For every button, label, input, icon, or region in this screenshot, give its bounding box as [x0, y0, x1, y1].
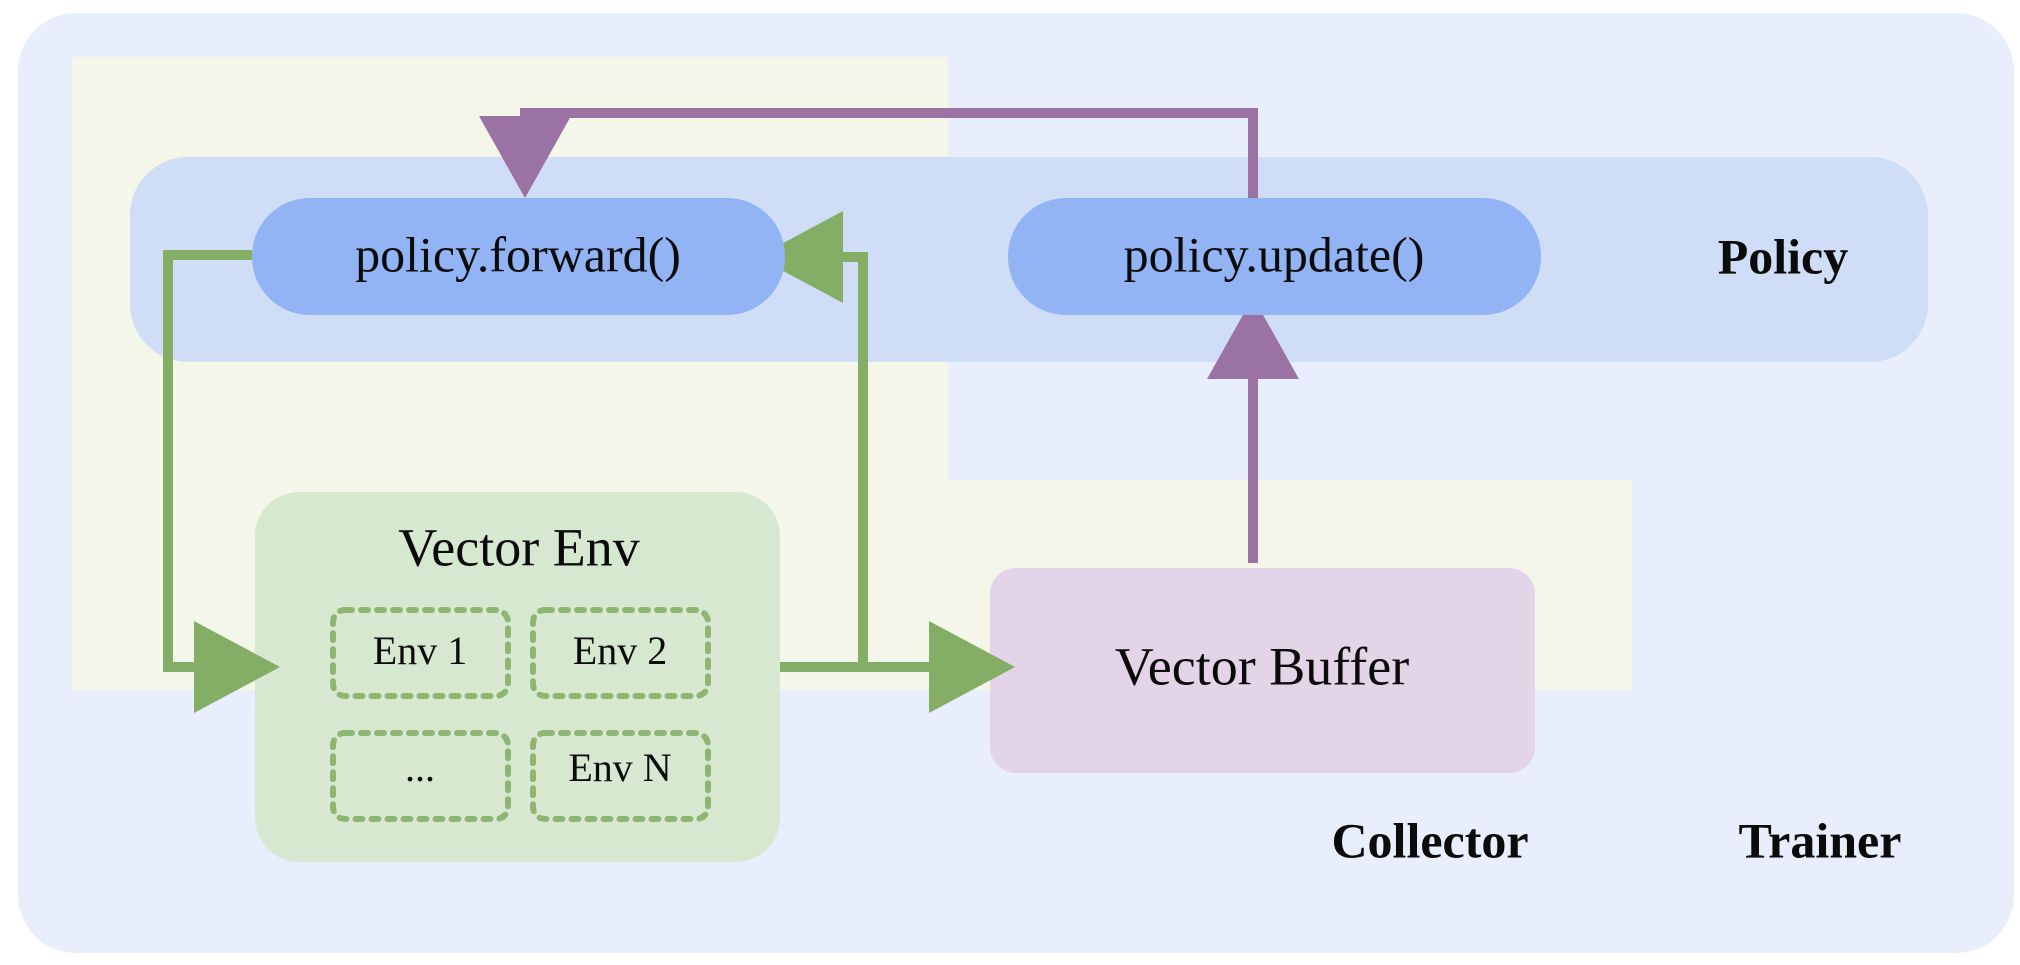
env-cell-label-env-n: Env N [568, 745, 671, 790]
edge-forward-to-env [163, 250, 281, 713]
node-policy-forward[interactable] [252, 198, 785, 315]
env-cell-env-ellipsis[interactable] [330, 730, 511, 822]
node-vector-env[interactable] [255, 492, 780, 862]
edge-update-to-forward [478, 108, 1258, 205]
node-policy-update-label: policy.update() [1124, 226, 1425, 282]
node-policy-forward-label: policy.forward() [355, 226, 681, 282]
env-cell-label-env-1: Env 1 [373, 628, 467, 673]
env-cell-env-1[interactable] [330, 607, 511, 699]
node-vector-env-label: Vector Env [398, 517, 639, 577]
env-cell-label-env-2: Env 2 [573, 628, 667, 673]
env-cell-label-env-ellipsis: ... [405, 745, 435, 790]
env-cell-env-2[interactable] [530, 607, 711, 699]
node-vector-buffer[interactable] [990, 568, 1535, 773]
container-label-trainer: Trainer [1739, 812, 1902, 868]
node-policy-update[interactable] [1008, 198, 1541, 315]
edge-env-to-forward [756, 211, 868, 667]
env-cell-env-n[interactable] [530, 730, 711, 822]
container-label-policy: Policy [1718, 228, 1849, 284]
container-label-collector: Collector [1331, 812, 1528, 868]
node-vector-buffer-label: Vector Buffer [1115, 636, 1409, 696]
